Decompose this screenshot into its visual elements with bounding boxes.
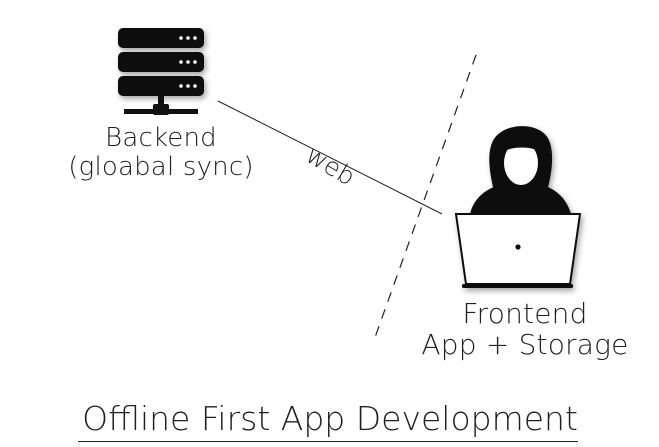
frontend-label: Frontend App + Storage: [405, 297, 645, 361]
offline-boundary-dashed-line: [372, 54, 477, 344]
person-icon: [470, 126, 571, 214]
frontend-label-line1: Frontend: [462, 297, 588, 330]
laptop-icon: [454, 213, 582, 288]
web-connection-line: [217, 100, 443, 215]
diagram-title: Offline First App Development: [82, 399, 578, 438]
server-icon: [118, 28, 204, 96]
backend-label-line1: Backend: [105, 123, 217, 153]
backend-label: Backend (gloabal sync): [50, 124, 272, 181]
title-underline: [78, 441, 578, 442]
network-connector-icon: [124, 96, 198, 115]
backend-label-line2: (gloabal sync): [68, 151, 254, 182]
frontend-label-line2: App + Storage: [421, 327, 629, 361]
